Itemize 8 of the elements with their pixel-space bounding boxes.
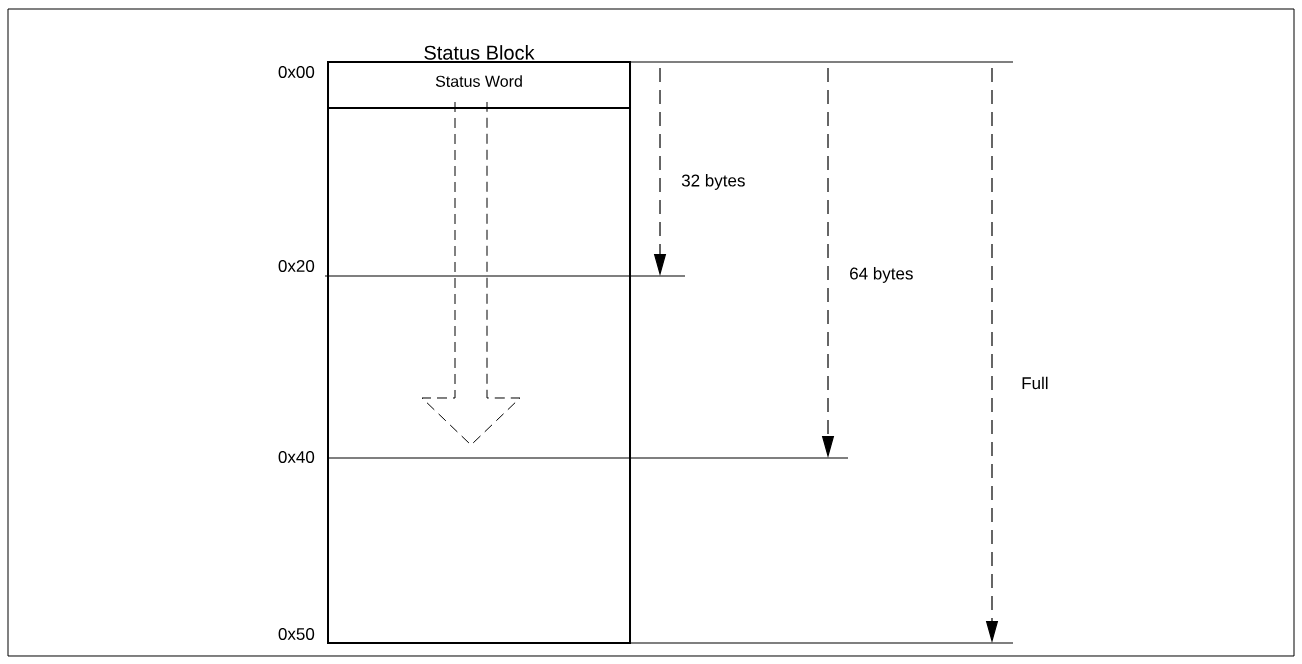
address-label: 0x20 <box>278 260 315 272</box>
block-heading: Status Block <box>424 45 535 60</box>
size-label: 64 bytes <box>850 267 913 283</box>
size-label: 32 bytes <box>681 174 745 190</box>
size-label: Full <box>1022 376 1048 390</box>
address-label: 0x50 <box>278 627 315 640</box>
address-label: 0x40 <box>278 451 315 463</box>
status-word-box: Status Word <box>327 61 631 109</box>
